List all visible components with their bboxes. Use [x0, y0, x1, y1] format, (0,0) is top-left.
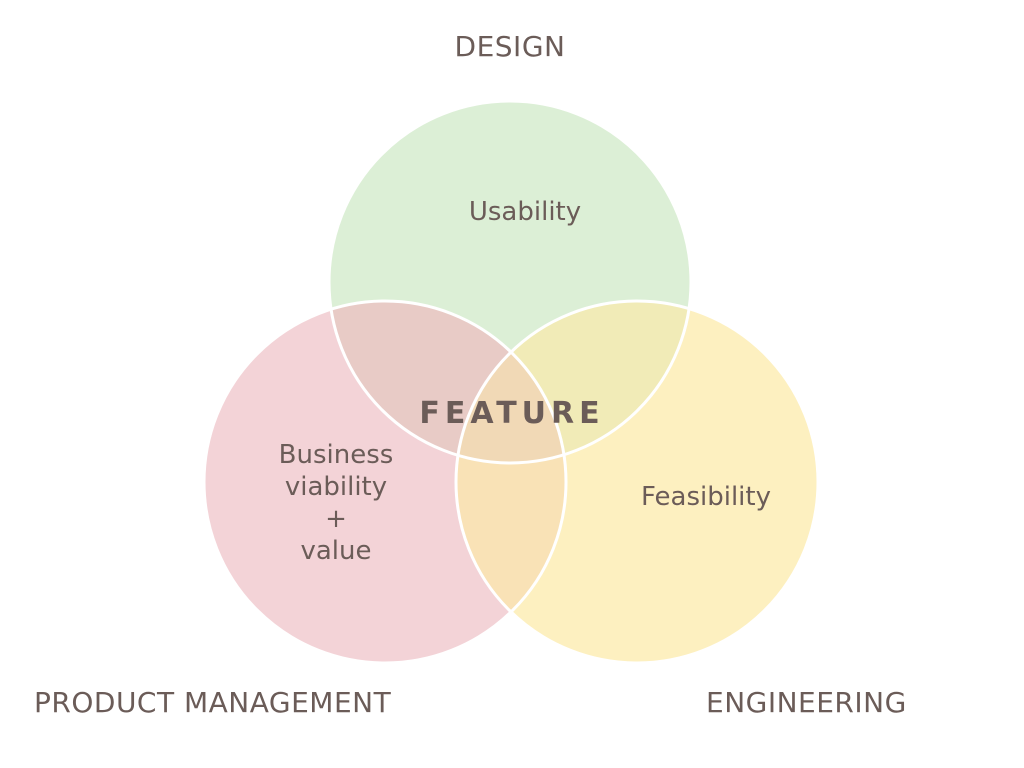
feasibility-label: Feasibility: [641, 482, 771, 512]
design-group-label: DESIGN: [454, 30, 566, 63]
business-line-1: Business: [278, 440, 394, 470]
usability-label: Usability: [468, 197, 582, 227]
business-viability-label: Business viability + value: [236, 439, 436, 567]
business-line-2: viability: [284, 472, 388, 502]
circle-outlines: [202, 99, 820, 665]
engineering-group-label: ENGINEERING: [706, 686, 907, 719]
business-line-3: +: [325, 504, 347, 534]
feature-label: FEATURE: [419, 396, 605, 431]
design-pm-overlap: [329, 301, 566, 463]
design-engineering-overlap: [456, 301, 691, 463]
product-management-group-label: PRODUCT MANAGEMENT: [34, 686, 392, 719]
business-line-4: value: [300, 536, 372, 566]
